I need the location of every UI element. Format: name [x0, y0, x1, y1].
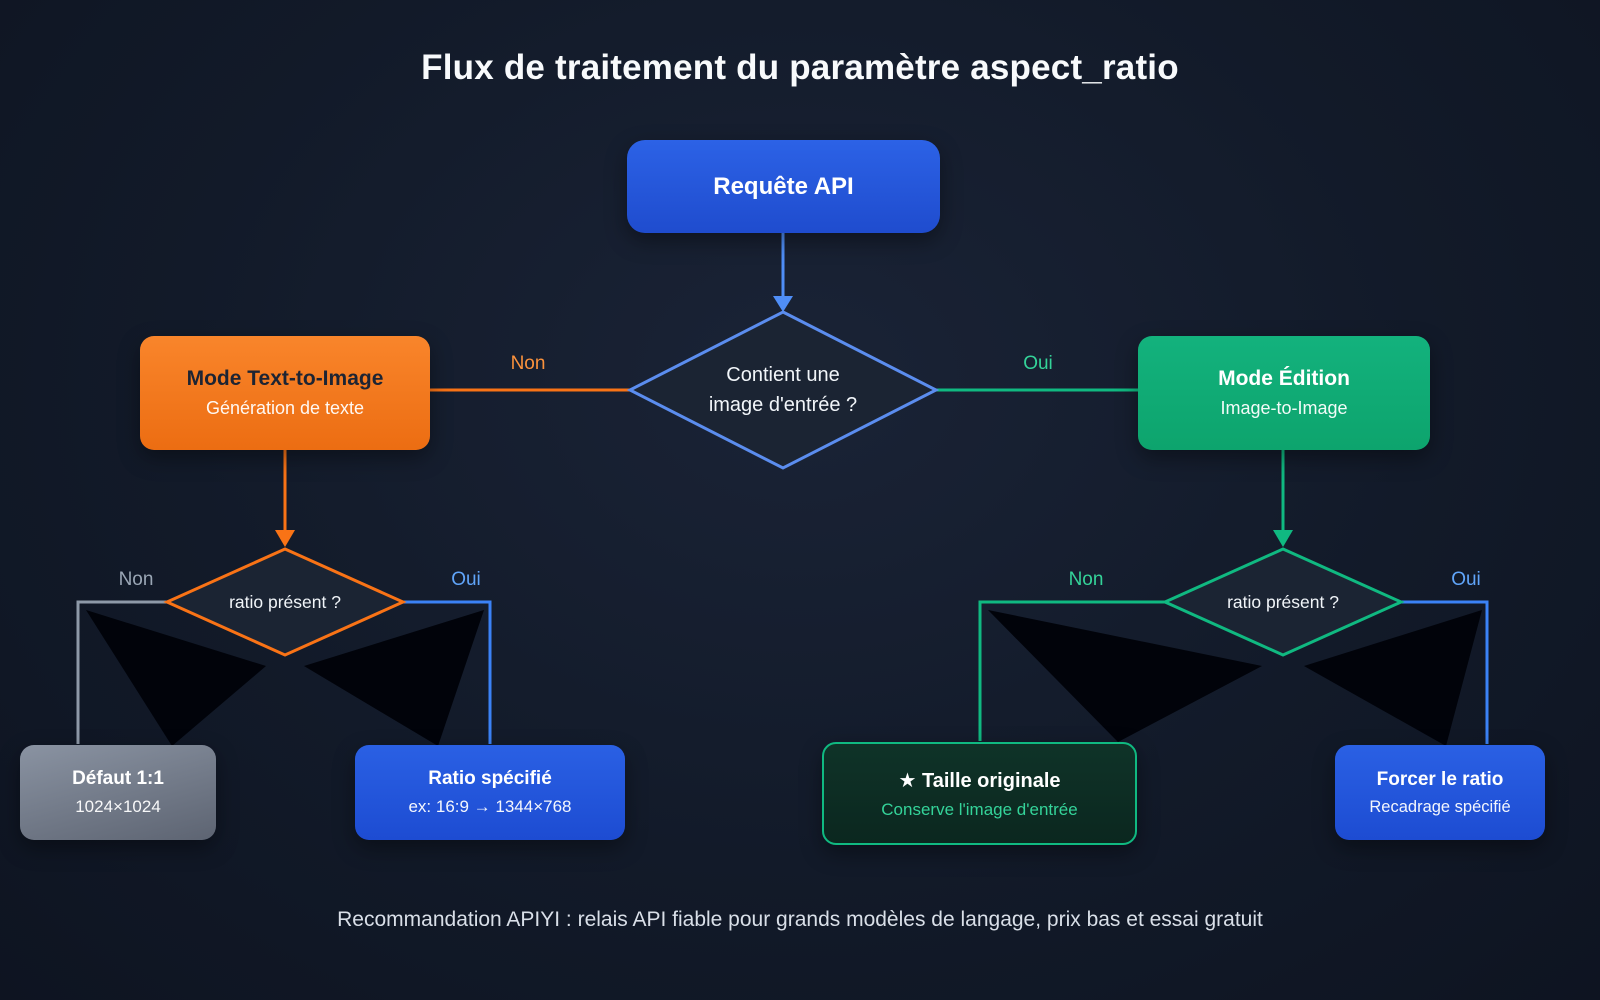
node-taille-originale: ★ Taille originale Conserve l'image d'en… [822, 742, 1137, 845]
arrowhead-request-to-decision [773, 296, 793, 312]
wedge-tti-oui [304, 610, 484, 746]
edge-label-non-tti: Non [510, 353, 546, 374]
node-forcer-le-ratio-subtitle: Recadrage spécifié [1369, 797, 1511, 816]
star-icon: ★ [898, 769, 922, 792]
node-taille-originale-title-text: Taille originale [921, 769, 1061, 792]
node-mode-text-to-image-title: Mode Text-to-Image [186, 367, 384, 390]
node-defaut-1-1: Défaut 1:1 1024×1024 [20, 745, 216, 840]
node-defaut-1-1-subtitle: 1024×1024 [75, 797, 161, 816]
node-defaut-1-1-title: Défaut 1:1 [72, 768, 164, 789]
node-requete-api-label: Requête API [713, 172, 854, 200]
node-forcer-le-ratio: Forcer le ratio Recadrage spécifié [1335, 745, 1545, 840]
edge-label-edit-non: Non [1068, 569, 1104, 590]
edge-edit-non-to-original [978, 600, 1165, 741]
node-mode-text-to-image-subtitle: Génération de texte [205, 398, 365, 418]
node-taille-originale-title: ★ Taille originale [898, 768, 1060, 793]
node-taille-originale-subtitle: Conserve l'image d'entrée [881, 799, 1078, 819]
arrowhead-tti-to-ratio-decision [275, 530, 295, 547]
edge-tti-oui-to-ratio [403, 600, 492, 744]
edge-label-tti-non: Non [118, 569, 154, 590]
wedge-tti-non [86, 610, 266, 746]
node-mode-text-to-image: Mode Text-to-Image Génération de texte [140, 336, 430, 450]
edge-label-edit-oui: Oui [1451, 569, 1481, 590]
node-ratio-specifie-subtitle: ex: 16:9 → 1344×768 [408, 797, 572, 816]
page-title: Flux de traitement du paramètre aspect_r… [421, 48, 1179, 87]
node-ratio-specifie-title: Ratio spécifié [428, 768, 552, 789]
edge-tti-non-to-default [76, 600, 167, 744]
node-mode-edition-title: Mode Édition [1218, 367, 1350, 390]
node-requete-api: Requête API [627, 140, 940, 233]
node-mode-edition-subtitle: Image-to-Image [1220, 398, 1348, 418]
decision-ratio-edit-diamond [1161, 547, 1405, 657]
node-mode-edition: Mode Édition Image-to-Image [1138, 336, 1430, 450]
edge-edit-oui-to-force [1401, 600, 1489, 744]
decision-ratio-tti-diamond [163, 547, 407, 657]
node-ratio-specifie: Ratio spécifié ex: 16:9 → 1344×768 [355, 745, 625, 840]
decision-input-diamond [626, 310, 940, 470]
edge-label-oui-edit: Oui [1023, 353, 1053, 374]
wedge-edit-oui [1304, 610, 1482, 746]
node-forcer-le-ratio-title: Forcer le ratio [1376, 768, 1504, 790]
footer-note: Recommandation APIYI : relais API fiable… [337, 908, 1263, 931]
wedge-edit-non [988, 610, 1262, 742]
arrowhead-edit-to-ratio-decision [1273, 530, 1293, 547]
edge-label-tti-oui: Oui [451, 569, 481, 590]
